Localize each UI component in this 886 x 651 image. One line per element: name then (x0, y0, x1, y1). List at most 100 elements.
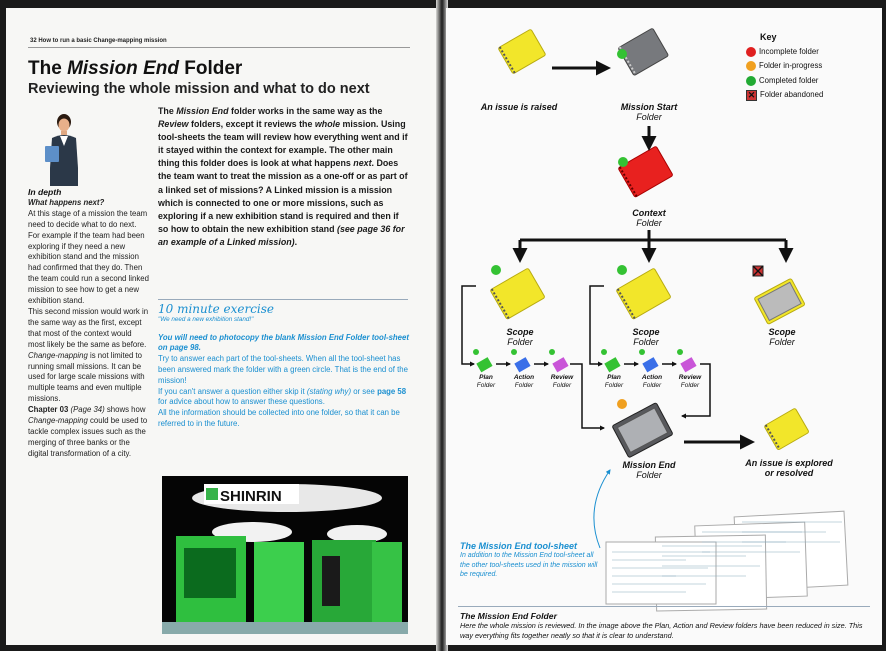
status-key: Key Incomplete folder Folder in-progress… (746, 30, 823, 103)
plan-folder-icon (476, 357, 493, 373)
label-sub: Folder (636, 470, 662, 480)
key-label: Completed folder (759, 75, 819, 85)
exercise-title: 10 minute exercise (158, 302, 275, 316)
text-run: for advice about how to answer these que… (158, 397, 325, 407)
key-item: Completed folder (746, 74, 823, 89)
label-sub: Folder (642, 382, 662, 389)
label-text: Plan (479, 374, 493, 381)
label-sub: Folder (552, 382, 572, 389)
arrow (589, 285, 604, 367)
title-suffix: Folder (184, 58, 243, 79)
label-text: An issue is explored (745, 458, 833, 468)
left-page: 32 How to run a basic Change-mapping mis… (6, 8, 438, 645)
label-sub: Folder (514, 382, 534, 389)
text-run: folders, except it reviews the (188, 119, 315, 130)
green-dot-icon (746, 75, 756, 86)
status-abandoned-icon (752, 265, 764, 277)
sidebar-paragraph: Change-mapping is not limited to running… (28, 351, 150, 406)
key-label: Folder in-progress (759, 61, 823, 70)
text-run: . (294, 236, 298, 247)
status-completed-icon (639, 349, 645, 355)
status-completed-icon (617, 49, 627, 59)
tool-sheet-pointer-arrow (593, 469, 611, 549)
arrow (570, 363, 606, 431)
red-dot-icon (746, 46, 756, 57)
label-text: Plan (607, 374, 621, 381)
chapter-ref: Chapter 03 (28, 405, 69, 415)
text-run: The (158, 106, 177, 116)
text-em: (see page 36 for an example of a Linked … (158, 223, 405, 247)
issue-explored-notebook-icon (764, 408, 809, 451)
sidebar-paragraph: This second mission would work in the sa… (28, 306, 149, 349)
stand-sign: SHINRIN (220, 488, 282, 505)
orange-dot-icon (746, 61, 756, 72)
sidebar-text: could be used to tackle complex issues s… (28, 416, 148, 458)
sidebar-em: Change-mapping (28, 350, 88, 360)
page-subtitle: Reviewing the whole mission and what to … (28, 81, 370, 97)
text-em: (stating why) (306, 386, 352, 396)
text-run: . Does the team want to treat the missio… (158, 158, 408, 234)
text-run: folder works in the same way as the (228, 106, 383, 116)
action-folder-icon (642, 357, 659, 373)
arrow (680, 363, 711, 419)
key-item: ✕Folder abandoned (746, 88, 823, 103)
label-text: Action (513, 374, 535, 381)
status-completed-icon (473, 349, 479, 355)
in-depth-sidebar: In depth What happens next? At this stag… (28, 187, 150, 460)
label-text: Mission End (622, 460, 676, 470)
status-in-progress-icon (617, 399, 627, 409)
title-em: Mission End (67, 58, 179, 79)
exercise-rule (158, 299, 408, 300)
status-completed-icon (617, 265, 627, 275)
scope-folder-icon (616, 268, 671, 320)
label-text: Review (678, 374, 702, 381)
status-completed-icon (511, 349, 517, 355)
sidebar-heading: In depth (28, 187, 62, 197)
person-illustration (45, 114, 78, 186)
title-prefix: The (28, 58, 62, 79)
running-head: 32 How to run a basic Change-mapping mis… (30, 38, 167, 44)
review-folder-icon (552, 357, 569, 373)
status-completed-icon (549, 349, 555, 355)
label-sub: Folder (680, 382, 700, 389)
exercise-box: 10 minute exercise "We need a new exhibi… (158, 302, 410, 430)
sidebar-paragraph: At this stage of a mission the team need… (28, 208, 149, 306)
label-text: Context (632, 208, 666, 218)
sidebar-text: is not limited to running small missions… (28, 350, 145, 404)
arrow (461, 285, 476, 367)
main-paragraph: The Mission End folder works in the same… (158, 105, 408, 249)
mission-end-folder-icon (612, 402, 673, 458)
text-em: Review (158, 119, 189, 130)
caption-text: Here the whole mission is reviewed. In t… (460, 621, 863, 640)
exercise-requirement: You will need to photocopy the blank Mis… (158, 332, 409, 353)
book-gutter (436, 0, 448, 651)
sidebar-em: Change-mapping (28, 416, 88, 426)
exercise-paragraph: All the information should be collected … (158, 408, 400, 428)
tool-sheet-title: The Mission End tool-sheet (460, 541, 578, 551)
text-em: whole (314, 119, 341, 130)
caption-rule (458, 606, 870, 607)
issue-raised-notebook-icon (498, 29, 546, 74)
exercise-paragraph: Try to answer each part of the tool-shee… (158, 354, 408, 385)
status-completed-icon (677, 349, 683, 355)
review-folder-icon (680, 357, 697, 373)
key-label: Folder abandoned (760, 90, 824, 99)
main-body-text: The Mission End folder works in the same… (158, 105, 408, 249)
flow-diagram (461, 28, 849, 612)
status-completed-icon (491, 265, 501, 275)
key-item: Folder in-progress (746, 59, 823, 74)
label-sub: Folder (636, 112, 662, 122)
sidebar-question: What happens next? (28, 197, 105, 207)
